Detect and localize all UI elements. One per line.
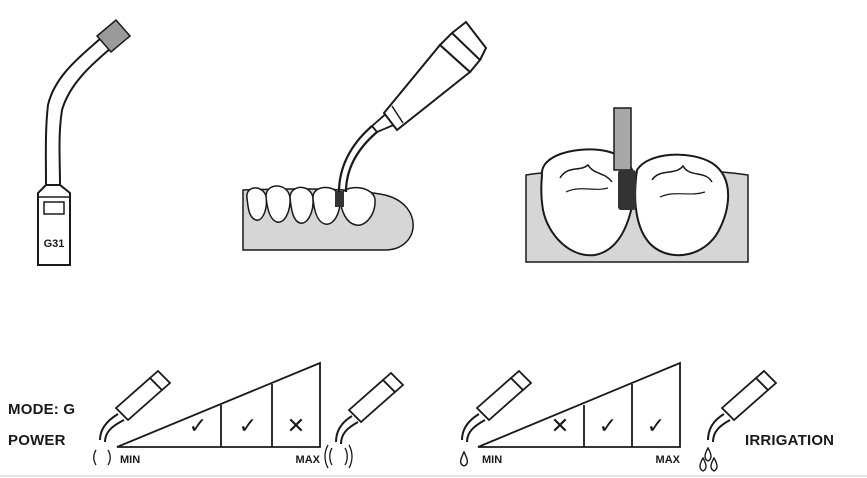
tooth-right (634, 153, 730, 257)
tooth-left (540, 148, 637, 257)
irrigation-mark-mid: ✓ (599, 414, 617, 439)
irrigation-max-label: MAX (656, 454, 681, 466)
irrigation-min-label: MIN (482, 454, 502, 466)
tip-label: G31 (44, 238, 65, 250)
water-drop-icon (710, 456, 718, 472)
tip-end (95, 18, 132, 54)
scaler-tip-illustration: G31 (37, 18, 132, 266)
water-drop-icon (704, 446, 712, 462)
water-drop-icon (459, 450, 469, 467)
power-label: POWER (8, 432, 66, 449)
teeth-row (246, 185, 376, 226)
power-mark-low: ✓ (189, 414, 207, 439)
handpiece-power-max-icon (324, 371, 405, 469)
handpiece-irrigation-max-icon (699, 369, 778, 472)
handpiece-irrigation-min-icon (459, 369, 533, 467)
interproximal-closeup-illustration (525, 107, 749, 263)
insert-shaft (613, 107, 632, 171)
insert-tip (618, 170, 636, 210)
irrigation-label: IRRIGATION (745, 432, 834, 449)
power-min-label: MIN (120, 454, 140, 466)
settings-panel: MODE: G POWER IRRIGATION ✓ ✓ ✕ MIN MAX (0, 361, 867, 477)
power-mark-mid: ✓ (239, 414, 257, 439)
irrigation-mark-low: ✕ (551, 414, 569, 439)
mode-label: MODE: G (8, 401, 75, 418)
irrigation-mark-high: ✓ (647, 414, 665, 439)
power-max-label: MAX (296, 454, 321, 466)
irrigation-scale: ✕ ✓ ✓ MIN MAX (477, 361, 681, 466)
power-mark-high: ✕ (287, 414, 305, 439)
water-drop-icon (699, 456, 707, 472)
handpiece-power-min-icon (93, 369, 172, 466)
jaw-handpiece-illustration (242, 20, 488, 251)
power-scale: ✓ ✓ ✕ MIN MAX (116, 361, 321, 466)
